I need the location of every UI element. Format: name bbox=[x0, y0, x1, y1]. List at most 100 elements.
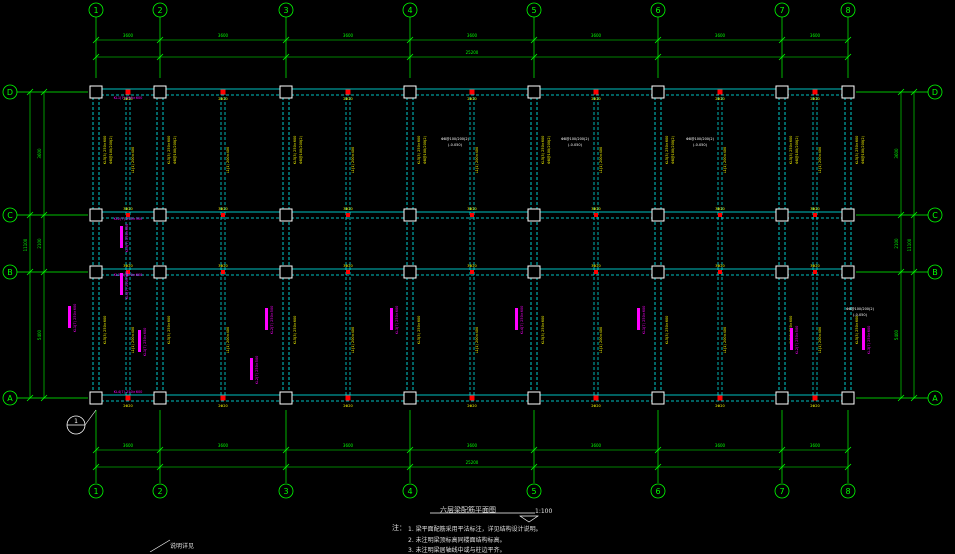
secondary-label-lower-0: L1(1) 200×400 bbox=[131, 327, 135, 354]
beam-mark-1-4 bbox=[593, 395, 599, 401]
column-7C bbox=[775, 208, 789, 222]
beam-support-B-5: 3Φ20 bbox=[715, 264, 724, 268]
dim-right-spacing-tick-2 bbox=[897, 268, 905, 276]
beam-top-rebar-D-6: 2Φ20 bbox=[810, 97, 819, 101]
axis-bubble-left-A bbox=[2, 390, 18, 406]
frame-y-label-lower-2: KL5(3) 250×600 bbox=[167, 316, 171, 345]
dim-top-spacing-tick-2 bbox=[282, 36, 290, 44]
axis-label-top-8: 8 bbox=[845, 6, 850, 15]
dim-bottom-total-tick-0 bbox=[92, 463, 100, 471]
beam-mark-1-1 bbox=[220, 395, 226, 401]
axis-label-left-C: C bbox=[7, 211, 13, 220]
rebar-note-3: Φ8@100/200(2) bbox=[846, 307, 875, 311]
highlight-label-4: KL1(7) 250×600 bbox=[642, 306, 646, 335]
frame-x-label-A: KL4(7) 250×600 bbox=[114, 390, 143, 394]
column-5B bbox=[527, 265, 541, 279]
beam-mark-mid-0-2 bbox=[346, 213, 350, 217]
dim-top-spacing-tick-1 bbox=[156, 36, 164, 44]
dim-top-total-tick-1 bbox=[156, 53, 164, 61]
secondary-label-lower-4: L1(1) 200×400 bbox=[599, 327, 603, 354]
dim-top-1: 3600 bbox=[218, 33, 229, 38]
secondary-label-3: L1(1) 200×400 bbox=[475, 147, 479, 174]
column-4D bbox=[403, 85, 417, 99]
highlight-label-7: KL4(7) 250×600 bbox=[125, 271, 129, 300]
dim-bottom-3: 3600 bbox=[467, 443, 478, 448]
frame-y-label-lower-1: KL5(3) 250×600 bbox=[103, 316, 107, 345]
secondary-label-lower-2: L1(1) 200×400 bbox=[351, 327, 355, 354]
beam-top-rebar-D-3: 2Φ20 bbox=[467, 97, 476, 101]
beam-support-C-1: 3Φ20 bbox=[218, 207, 227, 211]
frame-y-label-3: KL5(3) 250×600 bbox=[293, 136, 297, 165]
rebar-elev-0: (-0.050) bbox=[448, 143, 463, 147]
dim-top-total-tick-0 bbox=[92, 53, 100, 61]
beam-mark-mid-0-5 bbox=[718, 213, 722, 217]
dim-top-total-tick-6 bbox=[778, 53, 786, 61]
note-1: 1. 梁平面配筋采用平法标注，详见结构设计说明。 bbox=[408, 526, 542, 533]
column-3B bbox=[279, 265, 293, 279]
highlight-label-9: KL2(7) 250×500 bbox=[795, 326, 799, 355]
beam-support-B-6: 3Φ20 bbox=[810, 264, 819, 268]
axis-label-bottom-8: 8 bbox=[845, 487, 850, 496]
axis-bubble-right-A bbox=[927, 390, 943, 406]
beam-mark-0-6 bbox=[812, 89, 818, 95]
frame-y-label-7: KL5(3) 250×600 bbox=[789, 136, 793, 165]
axis-label-top-6: 6 bbox=[655, 6, 660, 15]
frame-x-label-C: KL2(7) 250×500 bbox=[114, 217, 143, 221]
column-1B bbox=[89, 265, 103, 279]
note-2: 2. 未注明梁顶标高同楼面结构标高。 bbox=[408, 537, 506, 544]
beam-mark-mid-1-5 bbox=[718, 270, 722, 274]
beam-mark-0-5 bbox=[717, 89, 723, 95]
beam-mark-mid-0-4 bbox=[594, 213, 598, 217]
column-8B bbox=[841, 265, 855, 279]
beam-top-rebar-A-5: 2Φ20 bbox=[715, 404, 724, 408]
beam-support-C-5: 3Φ20 bbox=[715, 207, 724, 211]
dim-bottom-spacing-tick-0 bbox=[92, 446, 100, 454]
highlight-bar-3 bbox=[515, 308, 518, 330]
beam-support-B-1: 3Φ20 bbox=[218, 264, 227, 268]
beam-mark-0-2 bbox=[345, 89, 351, 95]
dim-right-1: 2100 bbox=[894, 238, 899, 249]
frame-y-stirrup-5: Φ8@100/200(2) bbox=[547, 135, 551, 164]
axis-bubble-right-C bbox=[927, 207, 943, 223]
dim-top-total-tick-5 bbox=[654, 53, 662, 61]
frame-y-label-lower-3: KL5(3) 250×600 bbox=[293, 316, 297, 345]
frame-y-label-8: KL5(3) 250×600 bbox=[855, 136, 859, 165]
highlight-bar-4 bbox=[637, 308, 640, 330]
axis-label-bottom-4: 4 bbox=[407, 487, 412, 496]
secondary-label-6: L1(1) 200×400 bbox=[818, 147, 822, 174]
dim-top-total-tick-2 bbox=[282, 53, 290, 61]
axis-label-bottom-6: 6 bbox=[655, 487, 660, 496]
rebar-note-1: Φ8@100/200(2) bbox=[561, 137, 590, 141]
column-6A bbox=[651, 391, 665, 405]
dim-left-spacing-tick-1 bbox=[40, 211, 48, 219]
dim-bottom-spacing-tick-6 bbox=[778, 446, 786, 454]
secondary-label-1: L1(1) 200×400 bbox=[226, 147, 230, 174]
axis-bubble-top-3 bbox=[278, 2, 294, 18]
axis-bubble-bottom-3 bbox=[278, 483, 294, 499]
beam-top-rebar-A-2: 2Φ20 bbox=[343, 404, 352, 408]
dim-top-spacing-tick-6 bbox=[778, 36, 786, 44]
beam-top-rebar-A-6: 2Φ20 bbox=[810, 404, 819, 408]
beam-top-rebar-D-1: 2Φ20 bbox=[218, 97, 227, 101]
dim-top-total-tick-3 bbox=[406, 53, 414, 61]
axis-label-bottom-2: 2 bbox=[157, 487, 162, 496]
axis-label-bottom-3: 3 bbox=[283, 487, 288, 496]
dim-bottom-5: 3600 bbox=[715, 443, 726, 448]
column-3C bbox=[279, 208, 293, 222]
axis-label-bottom-5: 5 bbox=[531, 487, 536, 496]
beam-mark-mid-0-3 bbox=[470, 213, 474, 217]
axis-label-top-4: 4 bbox=[407, 6, 412, 15]
beam-mark-0-4 bbox=[593, 89, 599, 95]
dim-bottom-1: 3600 bbox=[218, 443, 229, 448]
beam-top-rebar-D-0: 2Φ20 bbox=[123, 97, 132, 101]
frame-y-stirrup-2: Φ8@100/200(2) bbox=[173, 135, 177, 164]
axis-label-top-1: 1 bbox=[93, 6, 98, 15]
axis-bubble-bottom-5 bbox=[526, 483, 542, 499]
beam-mark-mid-1-1 bbox=[221, 270, 225, 274]
axis-bubble-top-2 bbox=[152, 2, 168, 18]
frame-y-label-lower-6: KL5(3) 250×600 bbox=[665, 316, 669, 345]
axis-bubble-top-7 bbox=[774, 2, 790, 18]
dim-top-3: 3600 bbox=[467, 33, 478, 38]
column-1A bbox=[89, 391, 103, 405]
beam-top-rebar-A-1: 2Φ20 bbox=[218, 404, 227, 408]
